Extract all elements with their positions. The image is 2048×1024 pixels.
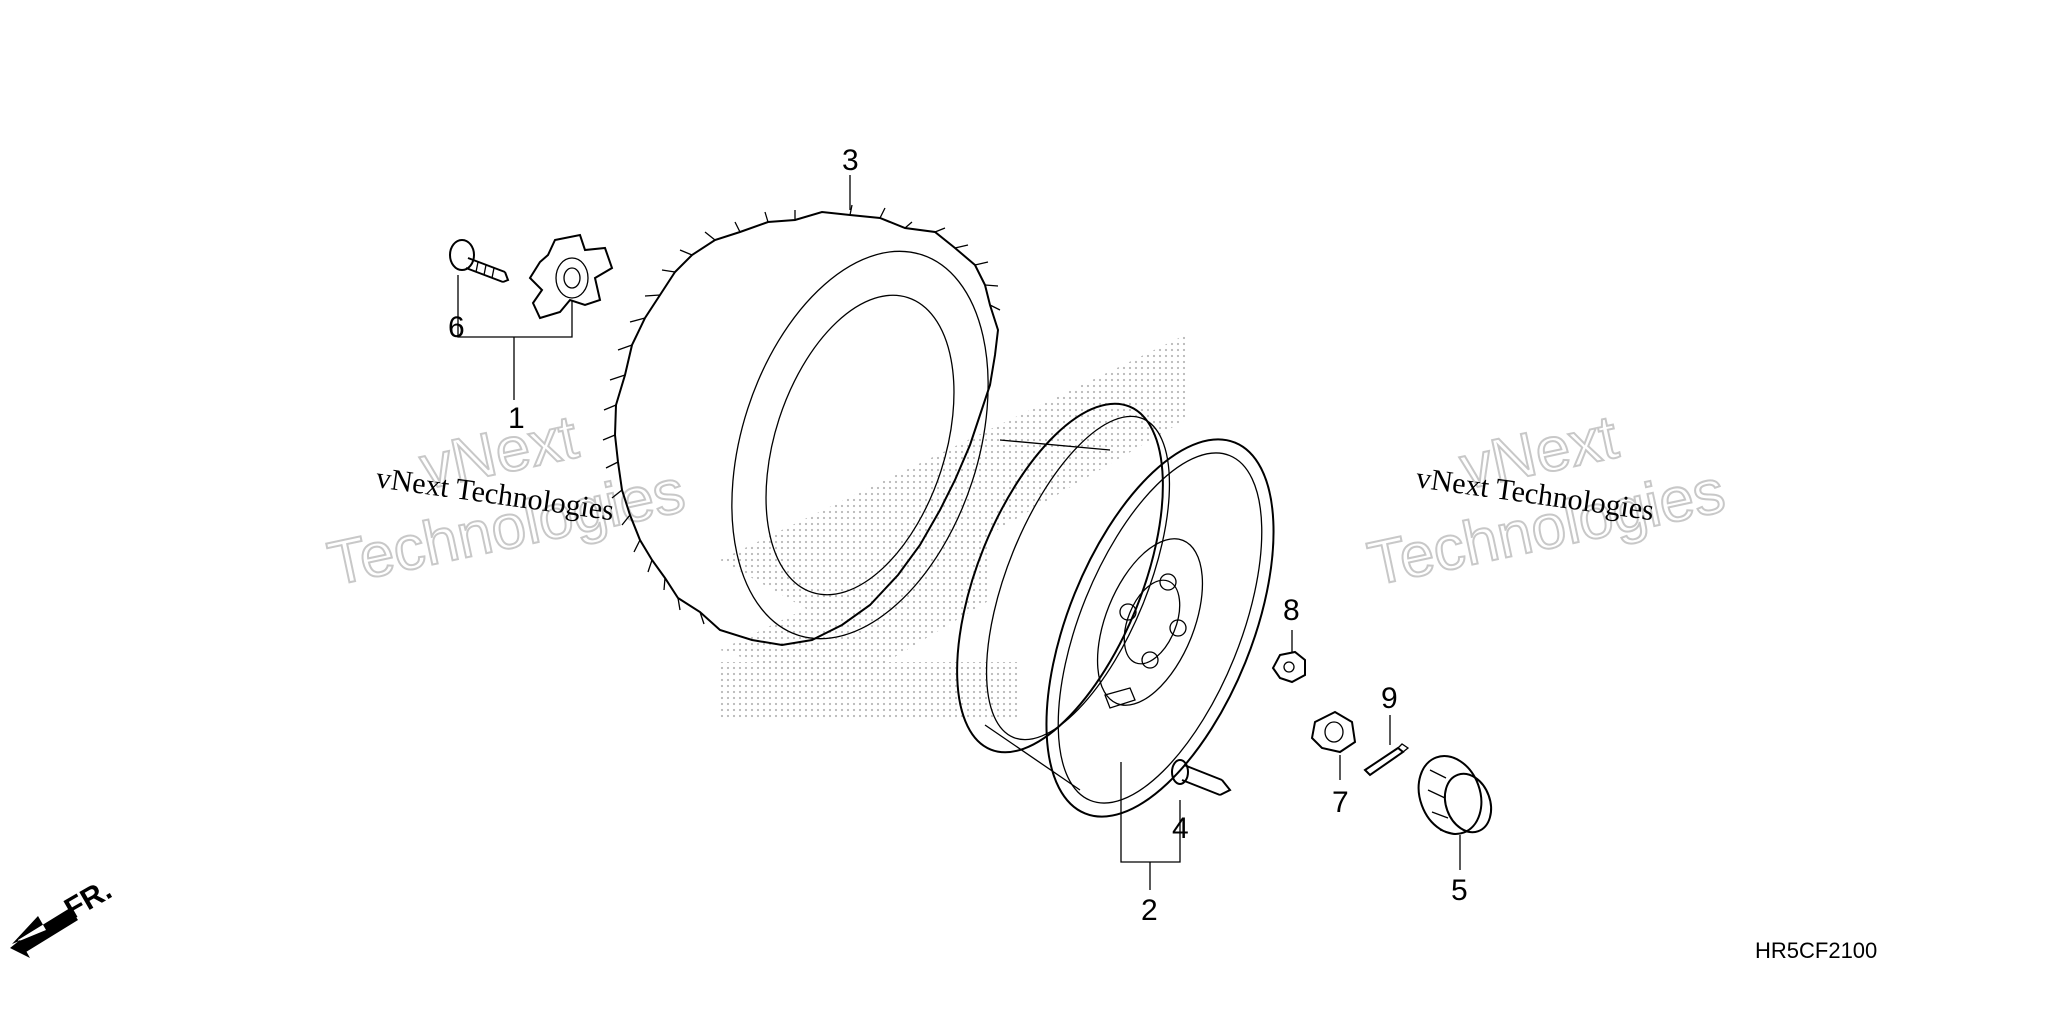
callout-1: 1 (508, 402, 525, 435)
diagram-code: HR5CF2100 (1755, 938, 1877, 963)
hub-cap-part (1417, 755, 1493, 835)
castle-nut-part (1310, 710, 1357, 754)
callout-4: 4 (1172, 812, 1189, 845)
callout-2: 2 (1141, 894, 1158, 927)
front-arrow-icon (10, 908, 78, 958)
hub-bolt-part (449, 239, 510, 283)
cotter-pin-part (1363, 743, 1410, 777)
front-direction-indicator: FR. (10, 873, 117, 958)
callout-7: 7 (1332, 786, 1349, 819)
callout-5: 5 (1451, 874, 1468, 907)
callout-6: 6 (448, 311, 465, 344)
callout-3: 3 (842, 144, 859, 177)
callout-8: 8 (1283, 594, 1300, 627)
wheel-rim-part (956, 402, 1275, 818)
leader-lines (457, 175, 1461, 890)
hub-plate-part (528, 233, 614, 320)
callout-9: 9 (1381, 682, 1398, 715)
valve-stem-part (1171, 759, 1232, 796)
callout-labels: 6 1 3 8 9 7 4 5 2 (448, 144, 1468, 927)
tire-part (602, 204, 1001, 647)
wheel-nut-part (1271, 650, 1306, 684)
background-logo-watermark (720, 335, 1185, 718)
